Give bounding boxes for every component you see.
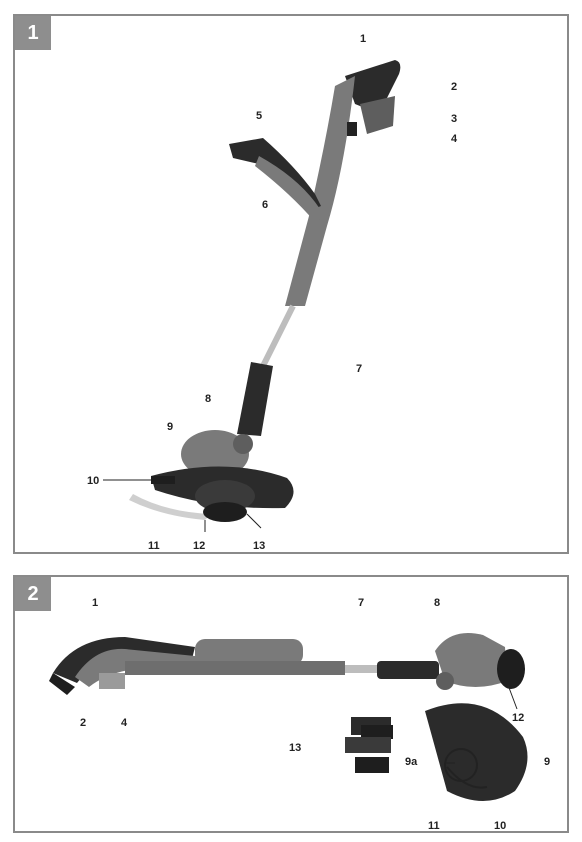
switch-trigger [360, 96, 395, 134]
label-4: 4 [121, 717, 128, 729]
figure-1-panel: 1 1 2 3 4 5 6 7 8 9 10 1 [13, 14, 569, 554]
label-1: 1 [92, 597, 99, 609]
spool-cap [203, 502, 247, 522]
trimmer-upright-illustration [103, 60, 401, 532]
auxiliary-handle-body [125, 661, 345, 675]
spool-cap-top [361, 725, 393, 739]
label-9: 9 [167, 421, 174, 433]
auxiliary-handle [195, 639, 303, 665]
label-10: 10 [494, 820, 507, 832]
label-9a: 9a [405, 756, 418, 768]
label-8: 8 [205, 393, 212, 405]
label-13: 13 [253, 540, 266, 552]
edge-guide [129, 494, 211, 520]
guard-ring [444, 748, 478, 782]
motor-knob [436, 672, 454, 690]
label-2: 2 [80, 717, 87, 729]
spool-housing [195, 480, 255, 512]
auxiliary-handle-body [255, 156, 325, 222]
rear-handle [345, 60, 401, 108]
motor-housing [435, 633, 507, 687]
trimmer-disassembled-illustration [49, 633, 528, 801]
spool-housing-lower [345, 737, 391, 753]
label-12: 12 [512, 712, 525, 724]
spool-cap [355, 757, 389, 773]
label-13: 13 [289, 742, 302, 754]
label-12: 12 [193, 540, 206, 552]
label-4: 4 [451, 133, 458, 145]
label-10: 10 [87, 475, 100, 487]
label-8: 8 [434, 597, 441, 609]
switch-trigger [99, 673, 125, 689]
label-9: 9 [544, 756, 551, 768]
motor-knob [233, 434, 253, 454]
lock-off-button [347, 122, 357, 136]
label-6: 6 [262, 199, 269, 211]
spool-cap [497, 649, 525, 689]
edge-guide [446, 766, 488, 789]
telescopic-shaft [260, 304, 296, 368]
figure-2-badge: 2 [15, 577, 51, 611]
label-3: 3 [451, 113, 458, 125]
rear-handle [53, 637, 195, 683]
rotating-collar [377, 661, 439, 679]
label-5: 5 [256, 110, 263, 122]
label-11: 11 [428, 820, 440, 832]
handle-grip [49, 673, 75, 695]
cutting-line-blade [151, 476, 175, 484]
rotating-collar [237, 362, 273, 436]
label-7: 7 [358, 597, 365, 609]
telescopic-shaft [345, 665, 379, 673]
figure-2-panel: 2 1 7 8 2 4 12 13 9a [13, 575, 569, 833]
label-1: 1 [360, 33, 367, 45]
rear-handle-body [285, 76, 355, 306]
label-11: 11 [148, 540, 160, 552]
motor-housing [181, 430, 249, 478]
figure-1-badge: 1 [15, 16, 51, 50]
label-7: 7 [356, 363, 363, 375]
label-2: 2 [451, 81, 458, 93]
